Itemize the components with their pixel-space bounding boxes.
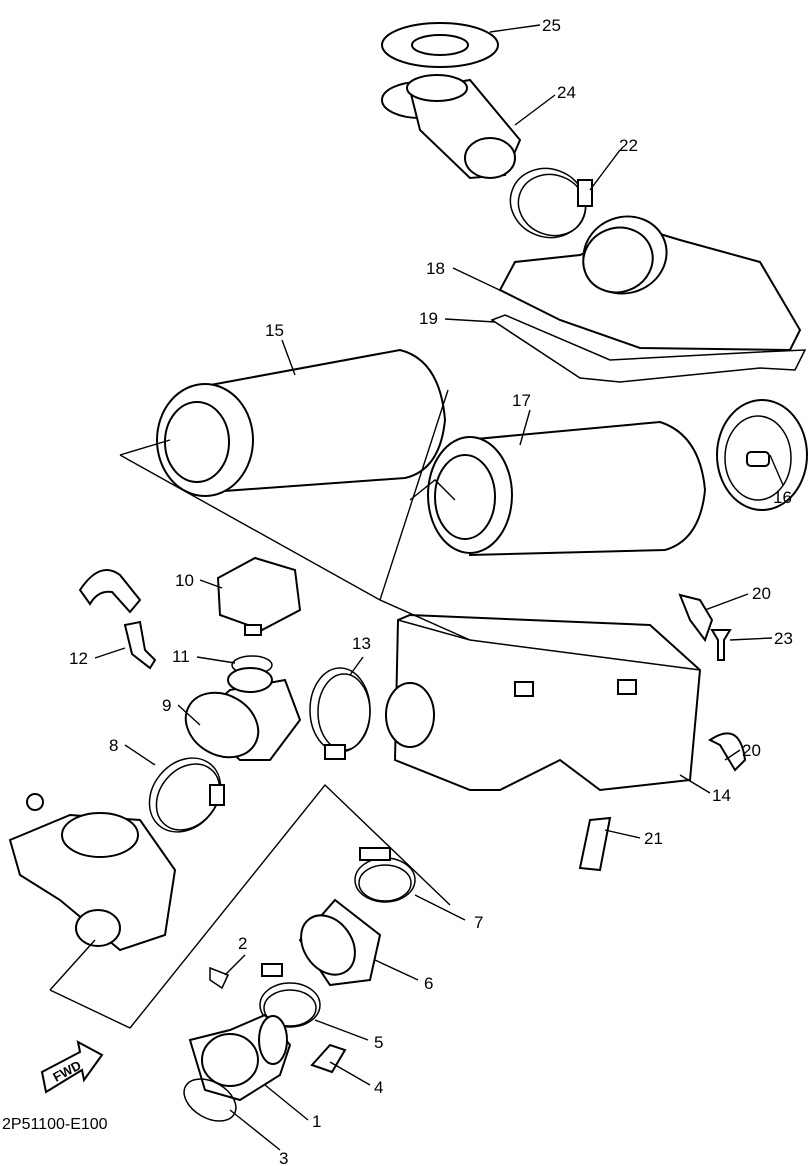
leader-lines (94, 24, 784, 1151)
fwd-arrow-icon: FWD (40, 1040, 104, 1094)
part-23-rivet (710, 629, 732, 661)
callout-12: 12 (69, 649, 88, 668)
part-4-bolt (310, 1043, 347, 1074)
callout-24: 24 (557, 83, 576, 102)
hose (78, 569, 142, 614)
callout-13: 13 (352, 634, 371, 653)
carburetor (8, 793, 177, 952)
fwd-label: FWD (50, 1057, 83, 1084)
part-20-band (708, 732, 747, 772)
part-12-fitting (123, 620, 157, 670)
part-2-clip (209, 966, 230, 990)
callout-2: 2 (238, 934, 247, 953)
callout-19: 19 (419, 309, 438, 328)
part-13-clamp (309, 667, 371, 760)
callout-11: 11 (172, 647, 190, 666)
callout-21: 21 (644, 829, 663, 848)
callout-7: 7 (474, 913, 483, 932)
part-25-gasket (381, 22, 499, 68)
part-17-element (427, 420, 707, 557)
part-10-cap (216, 556, 302, 636)
callout-5: 5 (374, 1033, 383, 1052)
callout-16: 16 (773, 488, 792, 507)
callout-18: 18 (426, 259, 445, 278)
part-5-clamp (259, 963, 321, 1028)
part-7-clamp (354, 847, 416, 903)
part-1-manifold (188, 1013, 292, 1102)
part-22-clamp (509, 167, 593, 239)
callout-3: 3 (279, 1149, 288, 1166)
part-20-band (678, 593, 714, 643)
callout-10: 10 (175, 571, 194, 590)
callout-20: 20 (752, 584, 771, 603)
part-19-seal (490, 314, 807, 383)
part-6-joint (298, 898, 382, 987)
callout-15: 15 (265, 321, 284, 340)
part-18-case-cap (498, 215, 802, 352)
callout-20b: 20 (742, 741, 761, 760)
callout-8: 8 (109, 736, 118, 755)
part-14-air-filter-case (385, 613, 702, 792)
group-lines (49, 389, 471, 1029)
part-24-joint (381, 74, 522, 180)
callout-14: 14 (712, 786, 731, 805)
callout-22: 22 (619, 136, 638, 155)
callout-23: 23 (774, 629, 793, 648)
part-16-cap (716, 399, 808, 511)
drawing-code: 2P51100-E100 (2, 1116, 108, 1133)
callout-4: 4 (374, 1078, 383, 1097)
callout-1: 1 (312, 1112, 321, 1131)
part-21-drain (578, 816, 612, 872)
callout-9: 9 (162, 696, 171, 715)
callout-25: 25 (542, 16, 561, 35)
part-9-joint (184, 667, 302, 761)
part-15-element (156, 348, 447, 497)
callout-17: 17 (512, 391, 531, 410)
part-8-clamp (148, 757, 225, 833)
callout-6: 6 (424, 974, 433, 993)
